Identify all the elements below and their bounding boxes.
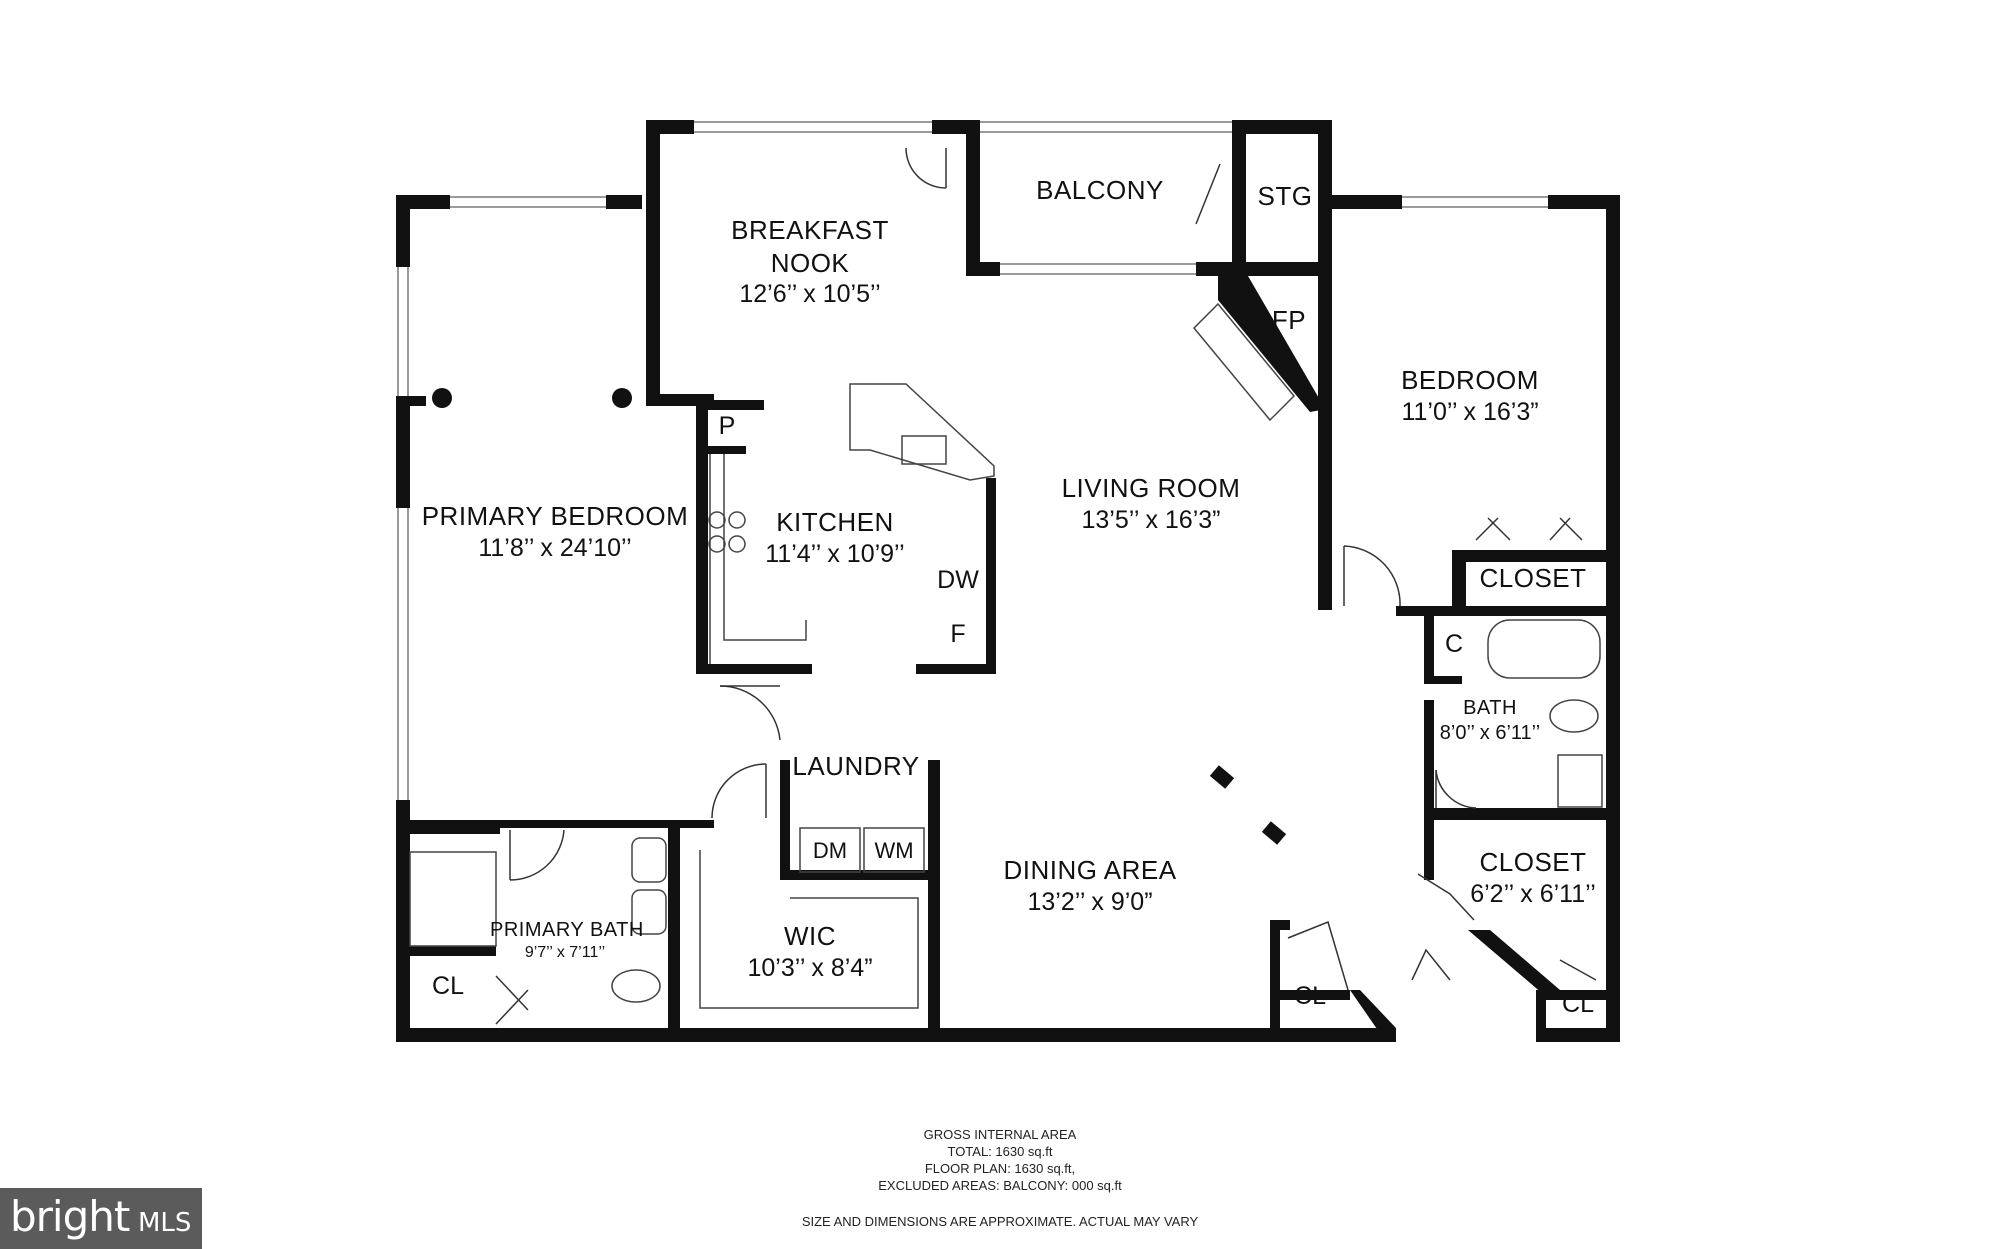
room-balcony: BALCONY bbox=[1020, 174, 1180, 207]
room-dimensions: 8’0’’ x 6’11’’ bbox=[1439, 722, 1541, 744]
room-name: BATH bbox=[1463, 697, 1517, 719]
logo-suffix: MLS bbox=[138, 1208, 192, 1238]
room-primary-bedroom: PRIMARY BEDROOM 11’8’’ x 24’10’’ bbox=[420, 500, 690, 564]
room-dimensions: 11’0’’ x 16’3” bbox=[1401, 397, 1539, 426]
room-dimensions: 9’7’’ x 7’11’’ bbox=[524, 944, 606, 961]
room-wic: WIC 10’3’’ x 8’4” bbox=[720, 920, 900, 984]
room-name: NOOK bbox=[770, 247, 850, 278]
bright-mls-logo: bright MLS bbox=[0, 1188, 202, 1249]
counters bbox=[409, 302, 1603, 1009]
room-kitchen: KITCHEN 11’4’’ x 10’9’’ bbox=[750, 506, 920, 570]
room-fireplace: FP bbox=[1264, 304, 1314, 337]
room-living-room: LIVING ROOM 13’5’’ x 16’3” bbox=[1046, 472, 1256, 536]
room-name: BEDROOM bbox=[1401, 365, 1539, 395]
area-floor-plan: FLOOR PLAN: 1630 sq.ft, bbox=[924, 1161, 1076, 1176]
room-dining-area: DINING AREA 13’2’’ x 9’0” bbox=[990, 854, 1190, 918]
entry-closet-label: CL bbox=[1294, 982, 1326, 1010]
room-name: CLOSET bbox=[1479, 847, 1587, 877]
room-primary-bath: PRIMARY BATH 9’7’’ x 7’11’’ bbox=[490, 918, 644, 963]
room-bedroom-closet: CLOSET bbox=[1468, 562, 1598, 595]
room-name: CLOSET bbox=[1479, 563, 1587, 593]
room-name: DINING AREA bbox=[1003, 855, 1177, 885]
interior-walls bbox=[396, 200, 1620, 1042]
room-dimensions: 12’6’’ x 10’5’’ bbox=[739, 280, 881, 308]
room-name: LIVING ROOM bbox=[1061, 473, 1241, 503]
corner-closet-label: CL bbox=[1562, 990, 1594, 1018]
fridge-label: F bbox=[950, 620, 966, 648]
disclaimer: SIZE AND DIMENSIONS ARE APPROXIMATE. ACT… bbox=[801, 1214, 1199, 1229]
room-dimensions: 6’2’’ x 6’11’’ bbox=[1470, 879, 1596, 908]
room-name: STG bbox=[1257, 181, 1313, 211]
room-name: PRIMARY BEDROOM bbox=[421, 501, 689, 531]
pantry-label: P bbox=[718, 412, 736, 440]
room-dimensions: 10’3’’ x 8’4” bbox=[747, 953, 873, 982]
area-excluded: EXCLUDED AREAS: BALCONY: 000 sq.ft bbox=[878, 1178, 1122, 1193]
washer-label: WM bbox=[874, 838, 914, 863]
room-name: WIC bbox=[783, 921, 837, 951]
logo-brand: bright bbox=[10, 1192, 130, 1241]
room-dimensions: 13’2’’ x 9’0” bbox=[1027, 887, 1153, 916]
room-dimensions: 13’5’’ x 16’3” bbox=[1081, 505, 1221, 534]
area-heading: GROSS INTERNAL AREA bbox=[923, 1127, 1077, 1142]
room-bath: BATH 8’0’’ x 6’11’’ bbox=[1420, 696, 1560, 746]
room-name: LAUNDRY bbox=[792, 751, 920, 781]
room-name: BALCONY bbox=[1036, 175, 1164, 205]
area-summary: GROSS INTERNAL AREA TOTAL: 1630 sq.ft FL… bbox=[0, 1126, 2000, 1194]
room-name: PRIMARY BATH bbox=[490, 919, 644, 941]
room-hall-closet: CLOSET 6’2’’ x 6’11’’ bbox=[1458, 846, 1608, 910]
dryer-label: DM bbox=[812, 838, 848, 863]
room-laundry: LAUNDRY bbox=[788, 750, 924, 783]
doors bbox=[495, 147, 1597, 1025]
dishwasher-label: DW bbox=[937, 566, 979, 594]
exterior-walls bbox=[396, 120, 1620, 1042]
bath-closet-label: C bbox=[1444, 630, 1464, 658]
room-name: BREAKFAST bbox=[731, 215, 889, 245]
room-name: KITCHEN bbox=[776, 507, 894, 537]
room-name: FP bbox=[1271, 305, 1307, 335]
room-dimensions: 11’4’’ x 10’9’’ bbox=[765, 539, 905, 568]
area-total: TOTAL: 1630 sq.ft bbox=[947, 1144, 1053, 1159]
room-dimensions: 11’8’’ x 24’10’’ bbox=[478, 533, 632, 562]
windows bbox=[397, 121, 1548, 800]
columns bbox=[432, 388, 1287, 845]
room-storage: STG bbox=[1250, 180, 1320, 213]
room-breakfast-nook: BREAKFAST NOOK 12’6’’ x 10’5’’ bbox=[700, 214, 920, 310]
room-bedroom: BEDROOM 11’0’’ x 16’3” bbox=[1370, 364, 1570, 428]
primary-closet-label: CL bbox=[432, 972, 464, 1000]
